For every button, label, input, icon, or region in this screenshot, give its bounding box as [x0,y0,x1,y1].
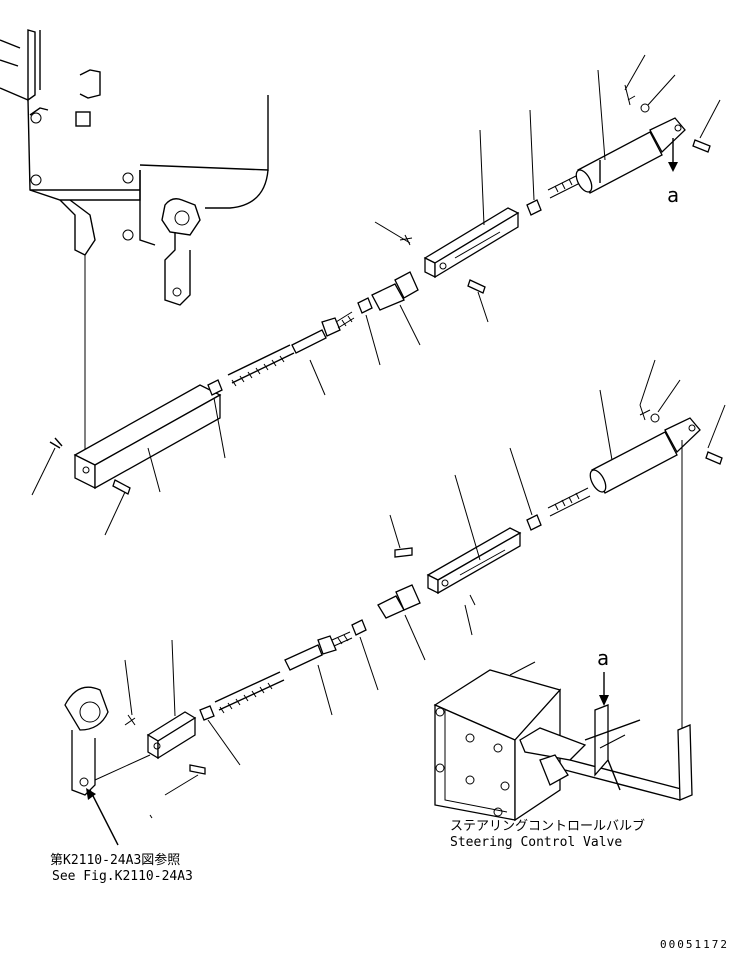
leader-arrow-icon [86,788,96,800]
arrow-label-upper: a [667,183,679,207]
upper-rod-assembly [207,271,421,459]
upper-lever-bar [31,384,222,536]
arrow-label-lower: a [597,646,609,670]
lower-rod-assembly [199,584,426,766]
upper-cylinder: a [526,54,721,216]
down-arrow-icon [668,162,678,172]
steering-control-valve: a [433,646,693,822]
lower-cylinder [509,359,726,735]
lower-left-lever [64,639,206,846]
reference-label-en: See Fig.K2110-24A3 [52,869,193,884]
upper-slotted-plate [374,129,520,323]
drawing-number: 00051172 [660,938,729,951]
lower-slotted-plate [389,474,522,636]
down-arrow-icon [599,695,609,706]
valve-label-ja: ステアリングコントロールバルブ [450,818,645,834]
valve-label-en: Steering Control Valve [450,835,622,850]
frame-bracket-assembly [0,29,269,455]
reference-label-ja: 第K2110-24A3図参照 [50,852,180,868]
